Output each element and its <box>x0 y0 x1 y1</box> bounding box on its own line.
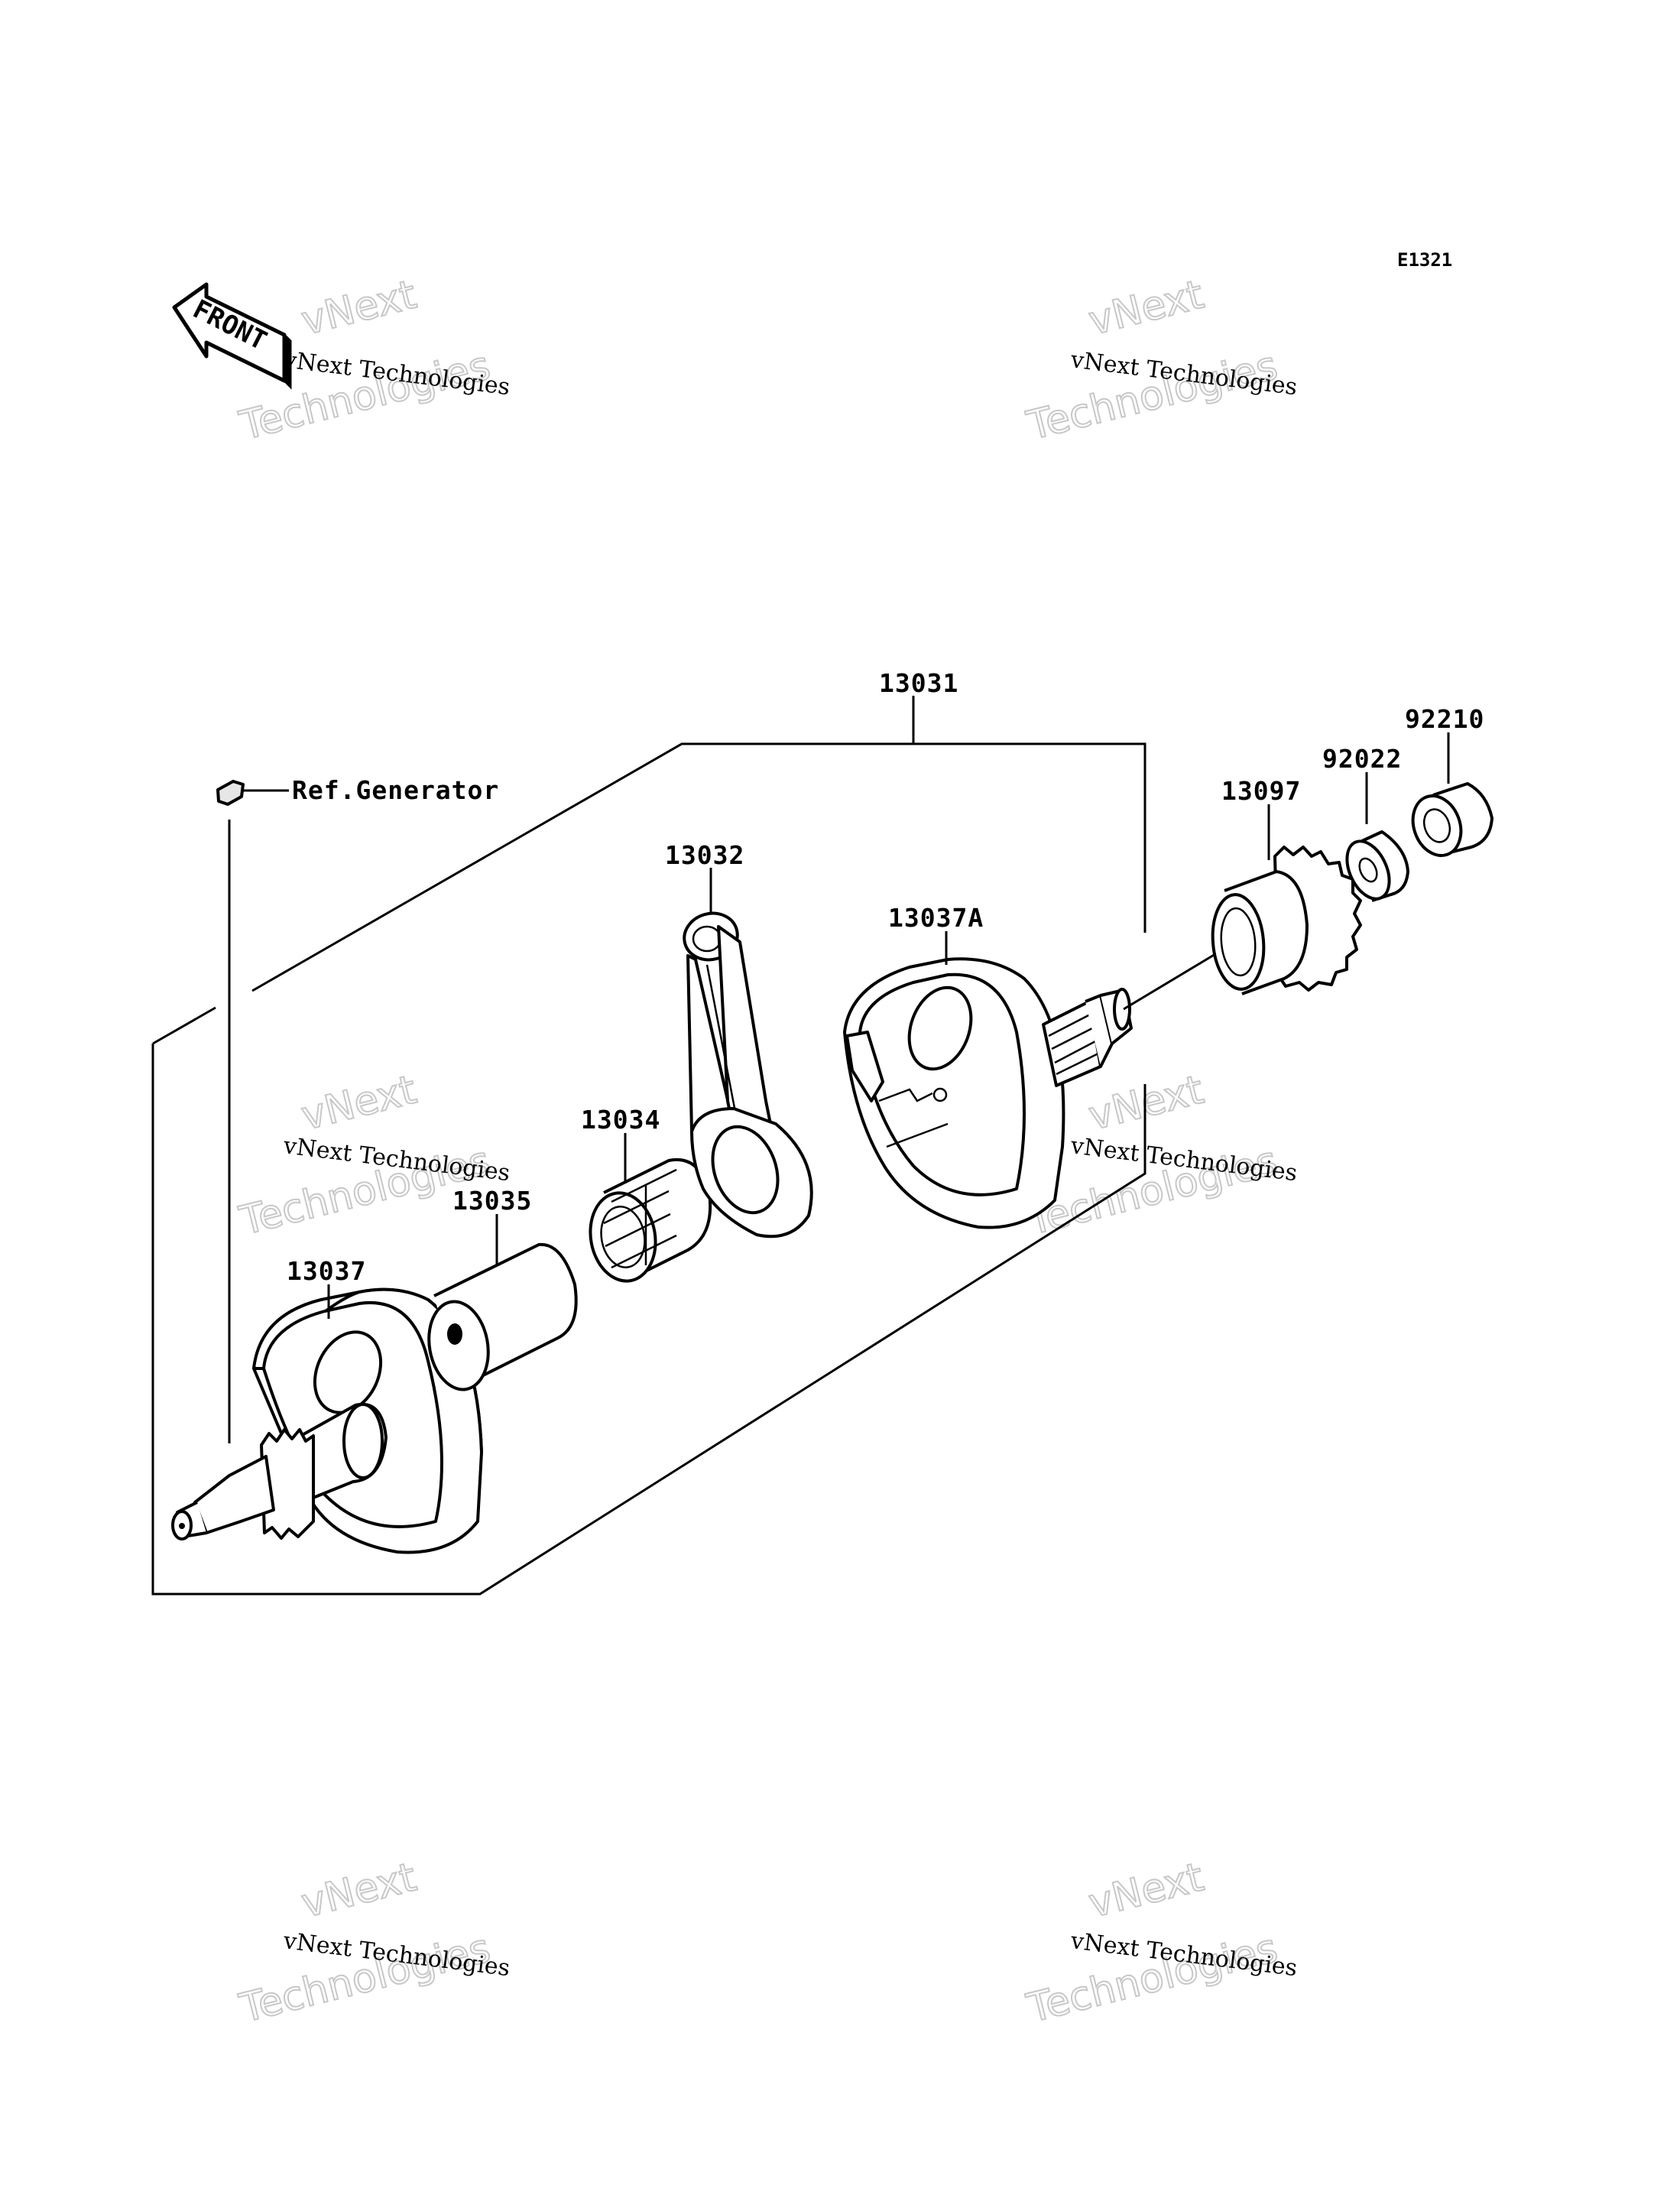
part-label-13037A: 13037A <box>888 903 984 933</box>
part-label-13035: 13035 <box>452 1186 532 1216</box>
ref-generator-label: Ref.Generator <box>292 775 499 805</box>
leader-lines <box>327 732 1450 1319</box>
nut-part <box>1411 782 1494 857</box>
part-label-13037: 13037 <box>287 1256 366 1286</box>
needle-bearing <box>589 1157 712 1283</box>
part-label-92210: 92210 <box>1405 704 1484 734</box>
diagram-code: E1321 <box>1397 249 1452 271</box>
watermark-middle-left: vNext Technologies vNext Technologies <box>235 1067 511 1245</box>
gear-part <box>1211 846 1362 995</box>
connecting-rod <box>683 911 813 1239</box>
crank-pin <box>427 1242 578 1391</box>
washer-part <box>1345 830 1409 902</box>
svg-text:vNext: vNext <box>1085 1067 1208 1140</box>
crank-half-left <box>171 1287 483 1554</box>
svg-text:vNext: vNext <box>297 1855 421 1927</box>
part-label-13097: 13097 <box>1221 776 1301 806</box>
part-label-13034: 13034 <box>581 1105 660 1135</box>
front-arrow-icon: FRONT <box>172 282 292 390</box>
part-label-92022: 92022 <box>1322 744 1402 774</box>
assembly-bracket <box>151 696 1146 1596</box>
watermark-bottom-right: vNext Technologies vNext Technologies <box>1022 1854 1299 2033</box>
watermark-top-right: vNext Technologies vNext Technologies <box>1022 271 1299 450</box>
svg-text:vNext: vNext <box>297 272 421 345</box>
watermark-bottom-left: vNext Technologies vNext Technologies <box>235 1854 511 2033</box>
svg-text:vNext: vNext <box>1085 1855 1208 1927</box>
svg-text:vNext: vNext <box>1085 272 1208 345</box>
svg-text:vNext: vNext <box>297 1067 421 1140</box>
part-label-13032: 13032 <box>665 840 744 870</box>
crank-half-right <box>843 950 1220 1229</box>
part-label-13031: 13031 <box>879 668 958 698</box>
key-part <box>216 780 289 1443</box>
